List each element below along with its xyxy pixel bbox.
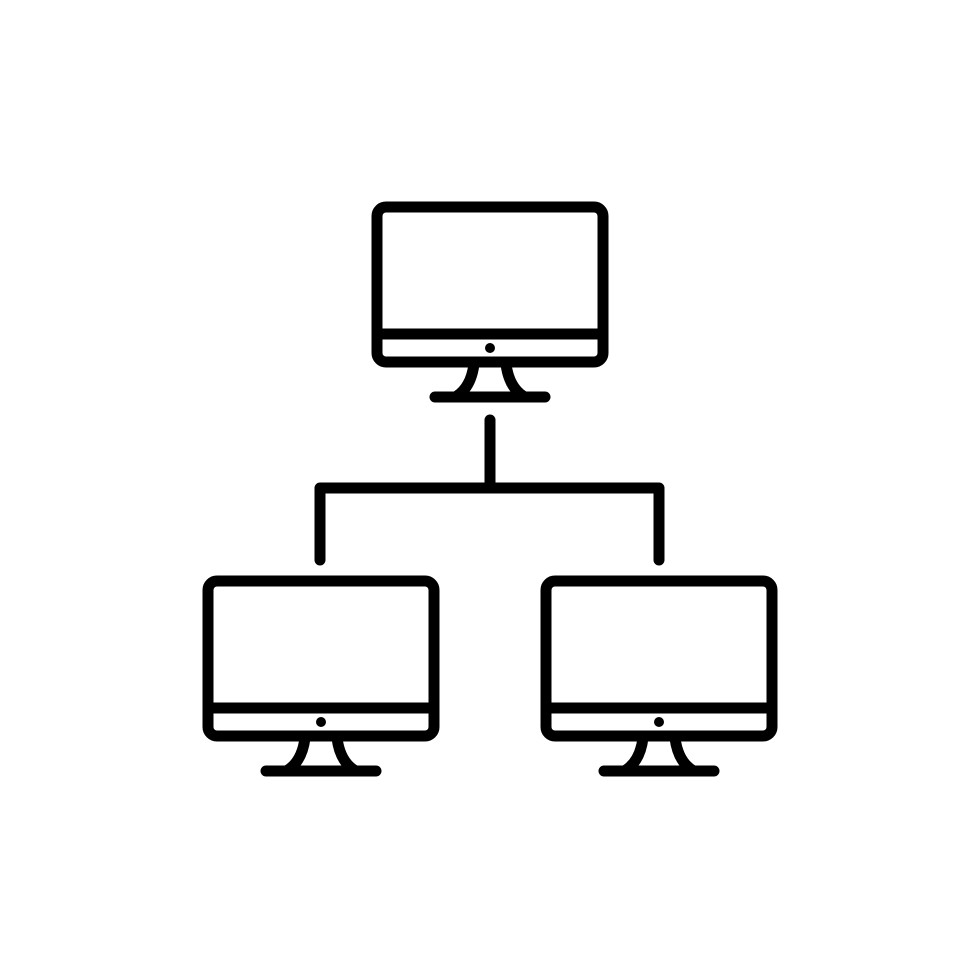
power-dot <box>485 343 495 353</box>
monitor-frame <box>202 575 440 742</box>
branch-line <box>314 482 665 566</box>
monitor-frame <box>540 575 778 742</box>
monitor-frame <box>371 201 609 368</box>
connection-lines <box>314 414 665 566</box>
monitor-icon-top <box>371 201 609 403</box>
monitor-stand <box>451 358 529 402</box>
monitor-icon-bottom-left <box>202 575 440 777</box>
monitor-icon-bottom-right <box>540 575 778 777</box>
power-dot <box>654 717 664 727</box>
monitor-stand <box>620 732 698 776</box>
power-dot <box>316 717 326 727</box>
monitor-stand <box>282 732 360 776</box>
